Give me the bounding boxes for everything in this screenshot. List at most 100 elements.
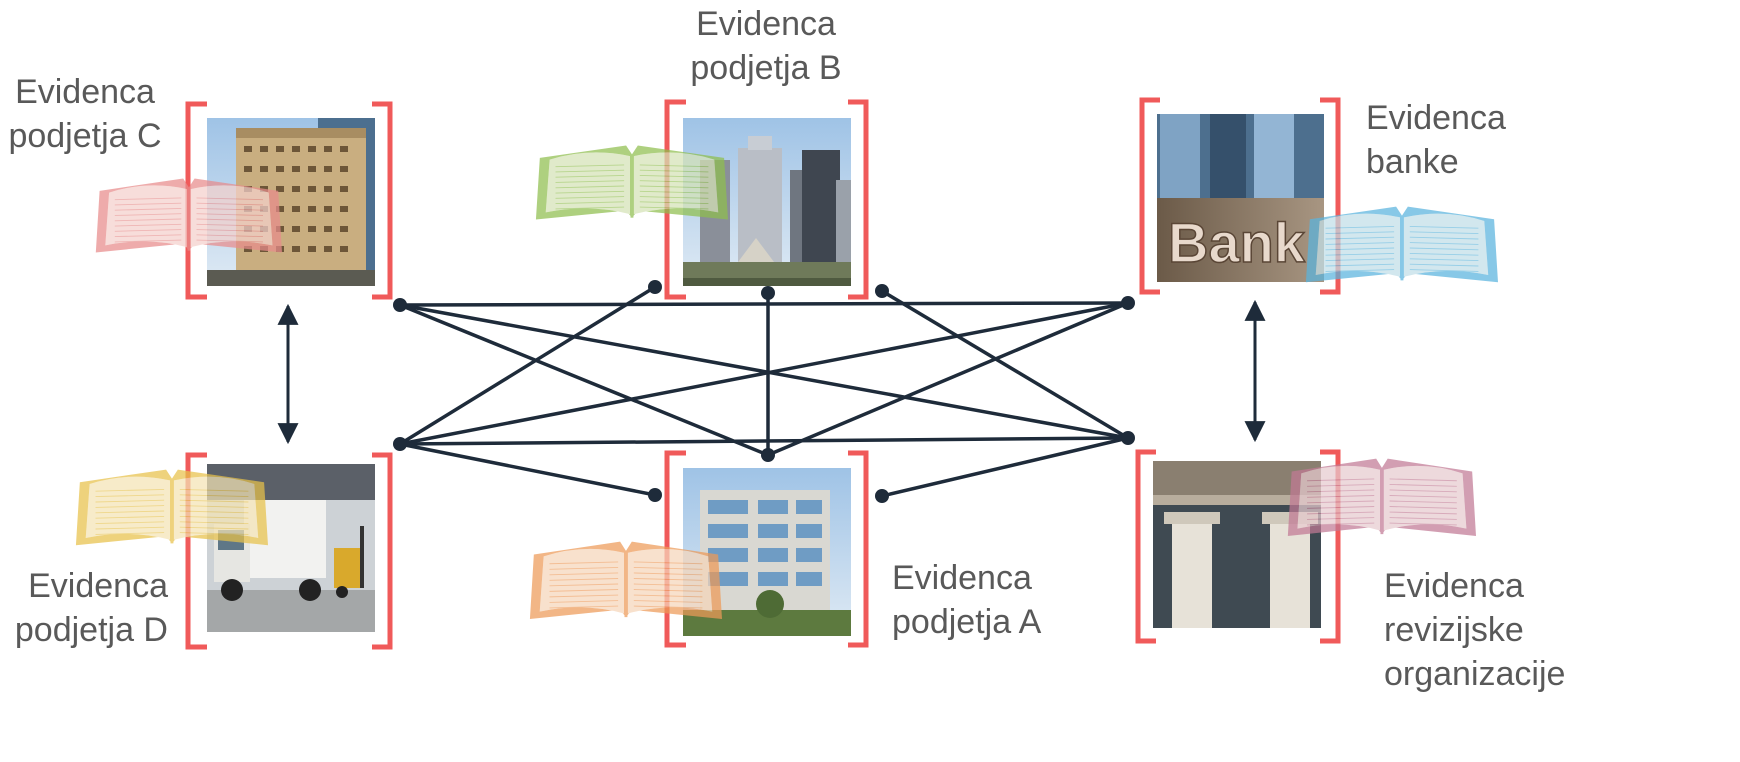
bracket-right — [1320, 449, 1341, 644]
book-page-left — [1315, 213, 1400, 277]
ledger-line — [633, 589, 703, 592]
ledger-line — [639, 169, 709, 173]
ledger-line — [549, 605, 619, 609]
book-page-tint — [539, 548, 624, 614]
ledger-line — [95, 499, 165, 503]
connector-dots — [393, 280, 1135, 503]
ledger-line — [639, 185, 709, 189]
ledger-line — [196, 202, 264, 206]
ledger-line — [179, 488, 249, 492]
ledger-line — [639, 206, 709, 210]
ledger-line — [1325, 231, 1395, 235]
ledger-line — [1389, 478, 1457, 482]
ledger-line — [114, 213, 182, 216]
ledger-line — [179, 532, 249, 535]
ledger-line — [179, 510, 249, 514]
ledger-line — [95, 515, 165, 519]
ledger-line — [179, 494, 249, 498]
ledger-line — [1409, 258, 1479, 262]
ledger-line — [196, 239, 264, 243]
ledger-line — [1325, 242, 1395, 245]
label-company-a: Evidenca podjetja A — [892, 559, 1042, 641]
ledger-line — [95, 505, 165, 508]
ledger-line — [633, 600, 703, 603]
ledger-line — [1307, 511, 1375, 515]
ledger-line — [196, 218, 264, 222]
ledger-line — [1307, 517, 1375, 520]
ledger-line — [555, 206, 625, 210]
ledger-line — [1325, 225, 1395, 229]
ledger-line — [95, 488, 165, 492]
label-bank: Evidenca banke — [1366, 99, 1506, 181]
ledger-line — [95, 521, 165, 525]
ledger-line — [1389, 522, 1457, 526]
ledger-line — [633, 583, 703, 587]
link-d-bank — [399, 301, 1129, 446]
ledger-line — [555, 185, 625, 189]
book-page-right — [1383, 465, 1467, 531]
ledger-line — [1389, 511, 1457, 515]
book-page-tint — [545, 152, 630, 215]
link-c-bank — [399, 301, 1129, 307]
ledger-line — [639, 190, 709, 194]
book-page-tint — [1315, 213, 1400, 277]
ledger-line — [1325, 263, 1395, 267]
connector-lines — [399, 285, 1129, 498]
ledger-line — [1307, 500, 1375, 504]
book-page-right — [190, 185, 273, 248]
ledger-line — [555, 180, 625, 183]
dot-audit — [1121, 431, 1135, 445]
book-page-right — [627, 548, 713, 614]
ledger-line — [639, 164, 709, 168]
ledger-line — [555, 196, 625, 199]
ledger-line — [549, 600, 619, 603]
ledger-line — [549, 594, 619, 598]
ledger-line — [1307, 495, 1375, 498]
ledger-line — [196, 229, 264, 232]
book-page-right — [173, 476, 259, 540]
ledger-line — [1409, 247, 1479, 251]
book-page-tint — [1383, 465, 1467, 531]
ledger-line — [1389, 517, 1457, 520]
ledger-line — [1325, 252, 1395, 256]
bracket-left — [1135, 449, 1156, 644]
ledger-line — [1389, 500, 1457, 504]
book-page-tint — [85, 476, 170, 540]
ledger-line — [549, 561, 619, 565]
ledger-line — [179, 515, 249, 519]
ledger-line — [549, 572, 619, 576]
ledger-line — [639, 175, 709, 178]
open-ledger-book-icon — [1287, 458, 1476, 536]
ledger-line — [633, 594, 703, 598]
ledger-line — [633, 566, 703, 570]
bracket-right — [372, 101, 393, 300]
open-ledger-book-icon — [75, 469, 268, 546]
ledger-line — [95, 526, 165, 530]
dot-b-right — [875, 284, 889, 298]
ledger-line — [196, 197, 264, 201]
book-page-left — [105, 185, 187, 248]
bracket-left — [1139, 97, 1160, 295]
ledger-line — [114, 223, 182, 227]
ledger-line — [114, 208, 182, 211]
book-page-left — [545, 152, 630, 215]
ledger-line — [179, 521, 249, 525]
ledger-line — [179, 526, 249, 530]
bracket-frames — [185, 97, 1341, 650]
ledger-line — [95, 510, 165, 514]
label-audit-org: Evidenca revizijske organizacije — [1384, 567, 1566, 693]
ledger-line — [633, 572, 703, 576]
dot-b-center — [761, 286, 775, 300]
ledger-line — [1389, 495, 1457, 498]
ledger-line — [196, 234, 264, 238]
ledger-line — [114, 218, 182, 222]
open-ledger-book-icon — [529, 541, 722, 619]
bracket-right — [372, 452, 393, 650]
ledger-line — [555, 175, 625, 178]
ledger-line — [1307, 489, 1375, 493]
book-page-right — [1403, 213, 1489, 277]
dot-a-right — [875, 489, 889, 503]
book-page-tint — [105, 185, 187, 248]
ledger-line — [179, 505, 249, 508]
ledger-line — [179, 499, 249, 503]
